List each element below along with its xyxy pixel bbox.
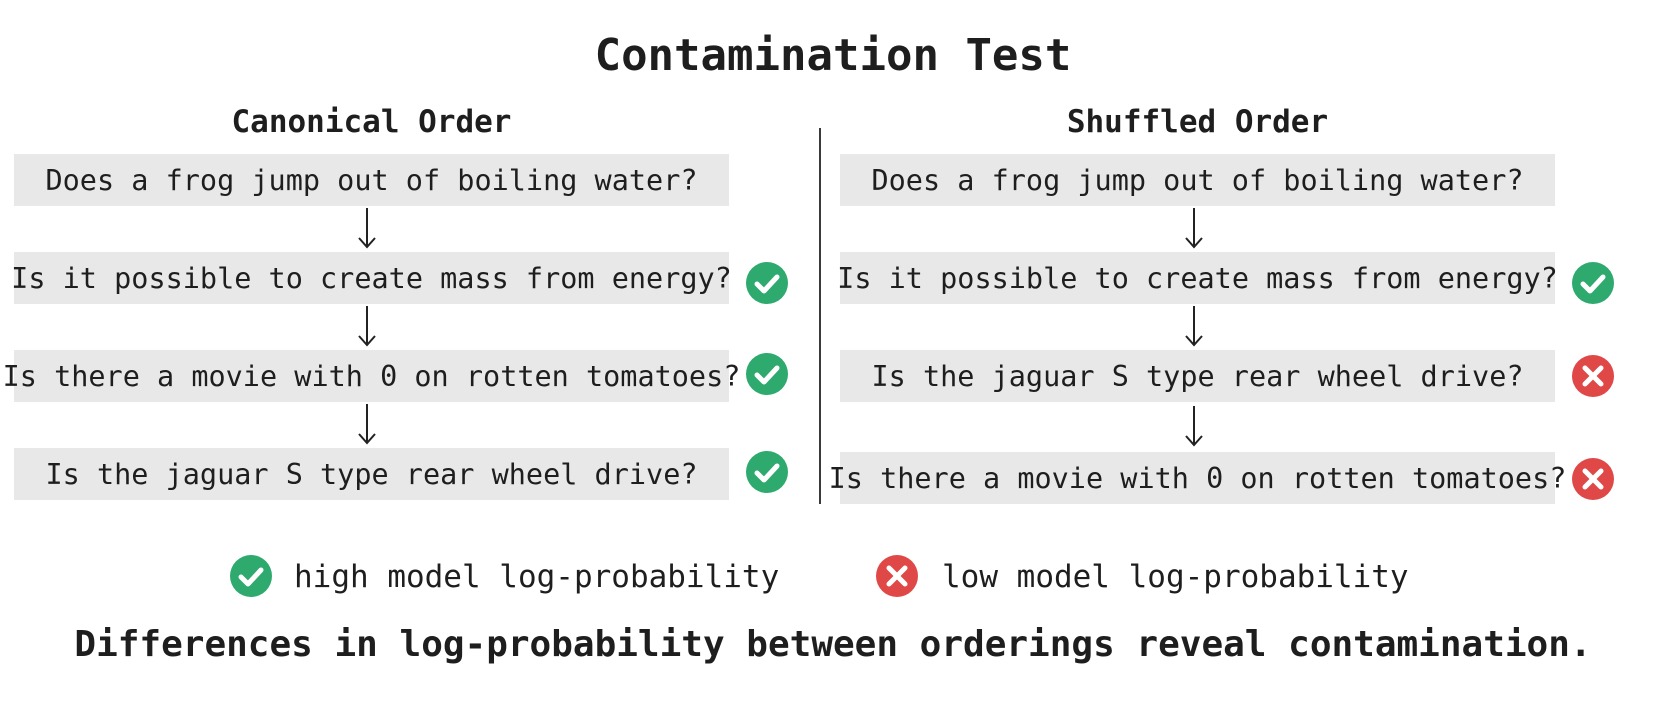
- x-circle-icon: [1572, 458, 1614, 500]
- footer-caption: Differences in log-probability between o…: [74, 624, 1592, 665]
- down-arrow-icon: [355, 206, 379, 250]
- down-arrow-icon: [1182, 206, 1206, 250]
- check-circle-icon: [230, 555, 272, 597]
- canonical-heading: Canonical Order: [231, 104, 512, 140]
- down-arrow-icon: [355, 402, 379, 446]
- column-divider: [819, 128, 821, 504]
- canonical-question-2: Is it possible to create mass from energ…: [11, 252, 732, 304]
- check-circle-icon: [746, 262, 788, 304]
- diagram-title: Contamination Test: [594, 30, 1072, 81]
- down-arrow-icon: [355, 304, 379, 348]
- legend-high-label: high model log-probability: [294, 559, 780, 595]
- canonical-question-4: Is the jaguar S type rear wheel drive?: [14, 448, 729, 500]
- legend-low-label: low model log-probability: [942, 559, 1409, 595]
- down-arrow-icon: [1182, 304, 1206, 348]
- canonical-question-1: Does a frog jump out of boiling water?: [14, 154, 729, 206]
- check-circle-icon: [1572, 262, 1614, 304]
- shuffled-question-2: Is it possible to create mass from energ…: [837, 252, 1558, 304]
- down-arrow-icon: [1182, 404, 1206, 448]
- shuffled-question-4: Is there a movie with 0 on rotten tomato…: [829, 452, 1566, 504]
- x-circle-icon: [876, 555, 918, 597]
- canonical-question-3: Is there a movie with 0 on rotten tomato…: [3, 350, 740, 402]
- check-circle-icon: [746, 353, 788, 395]
- check-circle-icon: [746, 451, 788, 493]
- x-circle-icon: [1572, 355, 1614, 397]
- shuffled-question-3: Is the jaguar S type rear wheel drive?: [840, 350, 1555, 402]
- shuffled-question-1: Does a frog jump out of boiling water?: [840, 154, 1555, 206]
- shuffled-heading: Shuffled Order: [1066, 104, 1329, 140]
